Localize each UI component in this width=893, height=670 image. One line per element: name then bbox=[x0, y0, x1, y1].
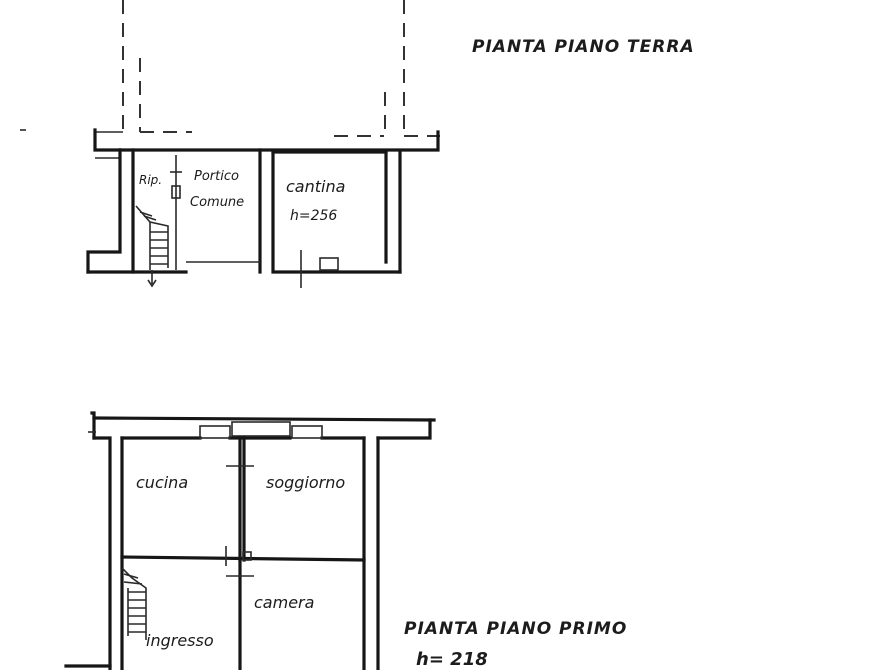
first-floor-plan: cucina soggiorno camera ingresso PIANTA … bbox=[64, 411, 627, 670]
ground-floor-title: PIANTA PIANO TERRA bbox=[472, 37, 695, 57]
room-label-ingresso: ingresso bbox=[146, 631, 214, 650]
room-label-portico: Portico bbox=[194, 169, 239, 184]
ground-stair bbox=[135, 155, 182, 288]
room-label-rip: Rip. bbox=[139, 173, 162, 187]
room-label-soggiorno: soggiorno bbox=[266, 473, 345, 492]
first-floor-title: PIANTA PIANO PRIMO bbox=[404, 619, 627, 639]
first-floor-height-label: h= 218 bbox=[416, 649, 488, 670]
ground-floor-walls bbox=[86, 128, 440, 288]
ground-floor-plan: PIANTA PIANO TERRA Rip. Portico Comune c… bbox=[86, 0, 695, 288]
room-label-cucina: cucina bbox=[136, 473, 188, 492]
projection-outline bbox=[95, 0, 440, 137]
room-label-cantina: cantina bbox=[286, 177, 345, 196]
room-label-portico-comune: Comune bbox=[190, 195, 244, 210]
first-floor-walls bbox=[64, 411, 436, 670]
cantina-height-label: h=256 bbox=[290, 208, 337, 224]
first-floor-stair bbox=[121, 567, 147, 640]
room-label-camera: camera bbox=[254, 593, 314, 612]
